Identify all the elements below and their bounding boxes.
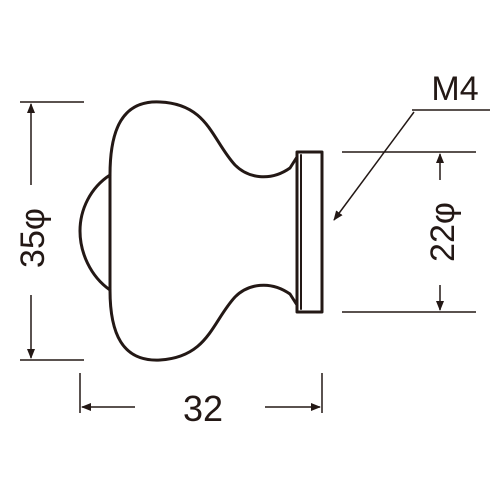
length-label: 32 bbox=[183, 388, 223, 429]
knob-outline bbox=[78, 100, 324, 362]
dimension-lines bbox=[20, 101, 490, 413]
knob-dome-cap bbox=[78, 173, 112, 292]
thread-label: M4 bbox=[431, 70, 478, 108]
knob-base-flange bbox=[295, 150, 324, 314]
thread-leader-arrow bbox=[333, 111, 415, 221]
knob-body bbox=[108, 100, 299, 362]
base-diameter-label: 22φ bbox=[424, 202, 462, 262]
dimension-labels: M4 32 35φ 22φ bbox=[14, 70, 479, 429]
head-diameter-label: 35φ bbox=[14, 208, 52, 268]
